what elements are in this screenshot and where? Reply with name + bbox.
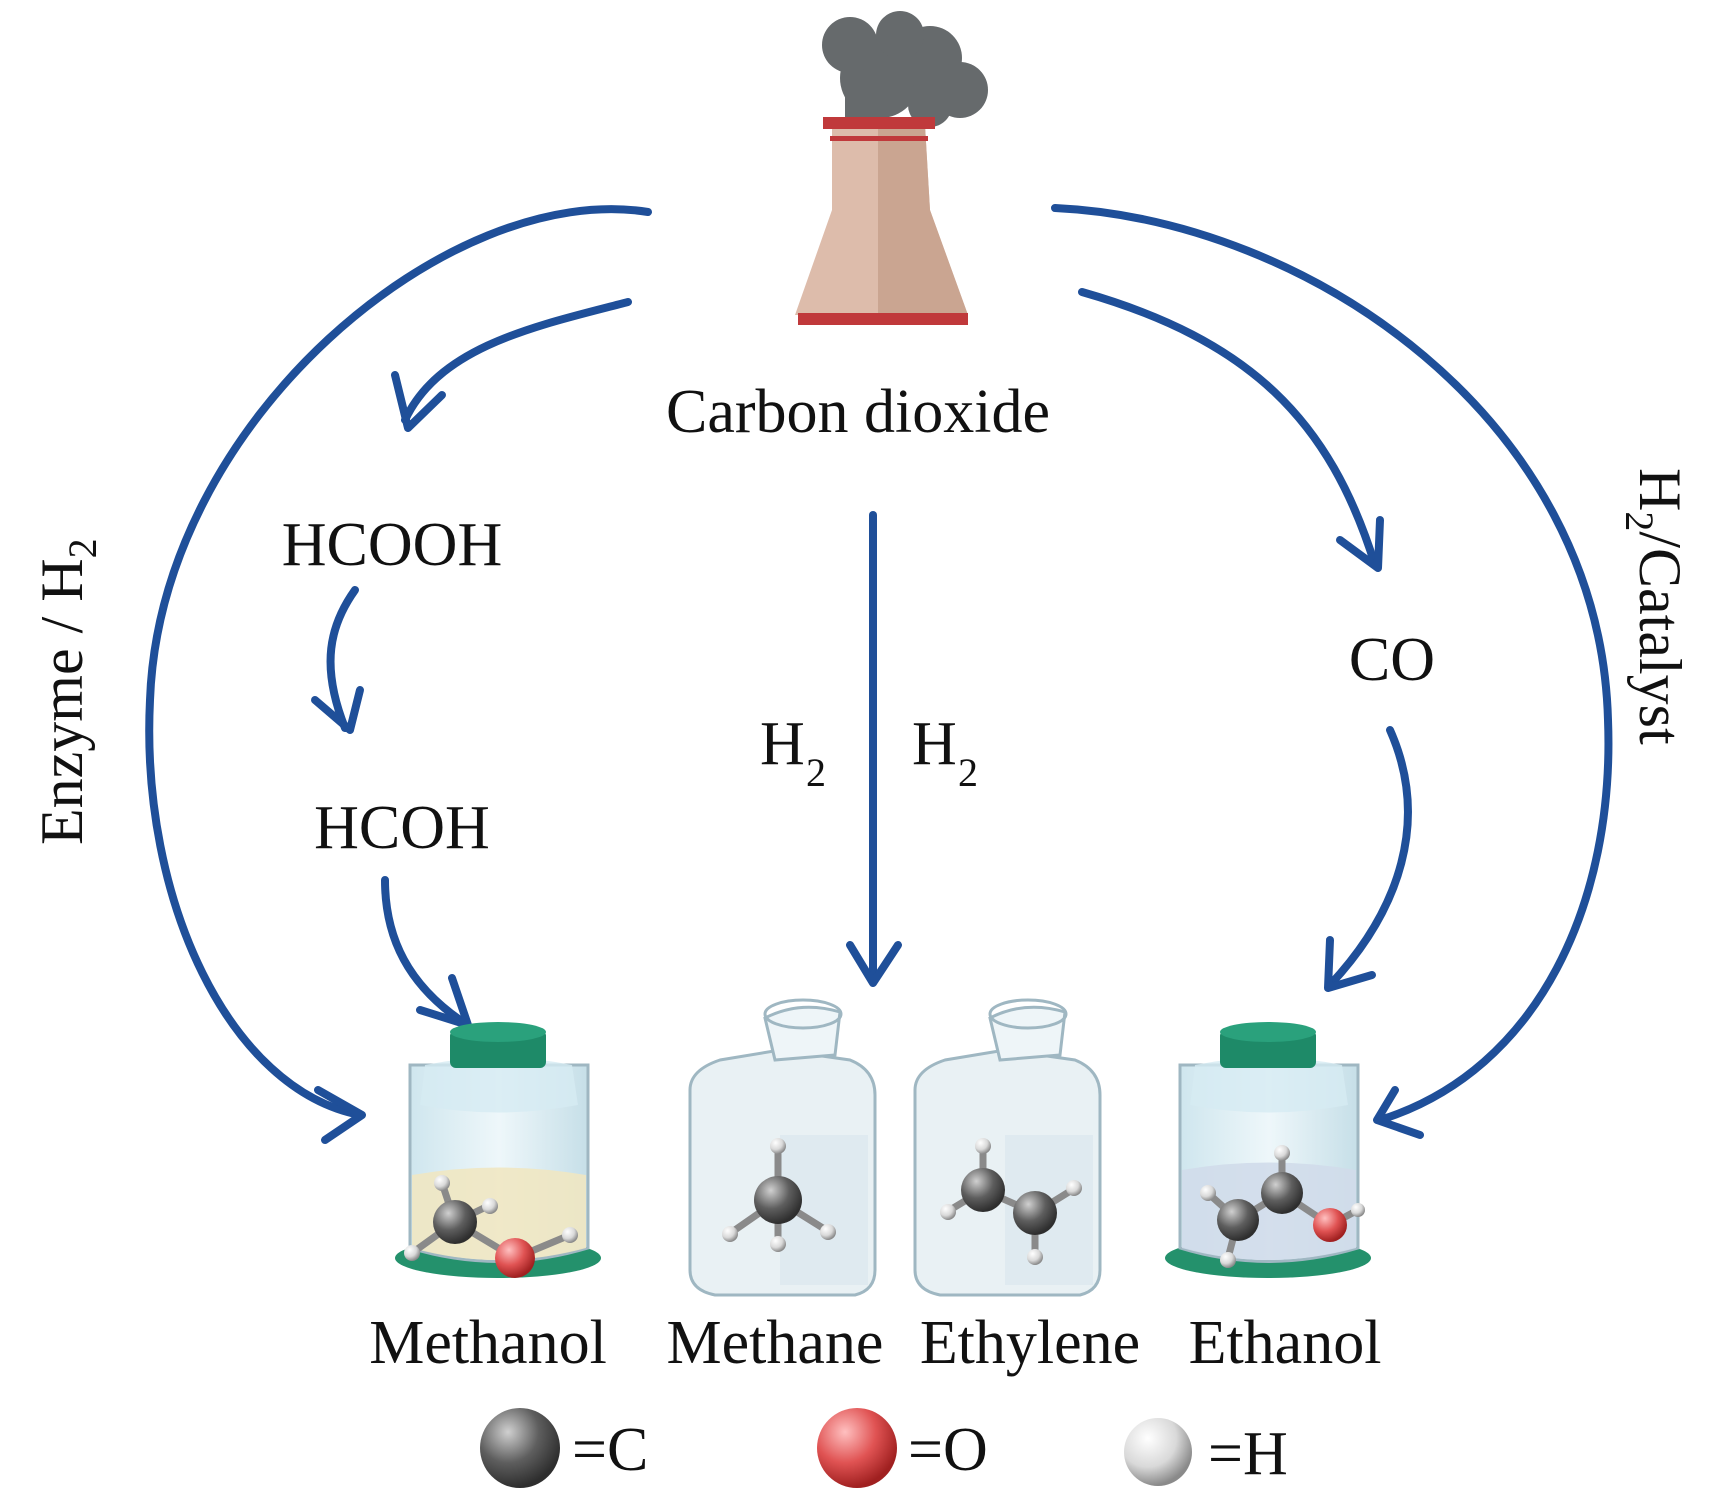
svg-text:2: 2 — [958, 750, 978, 795]
product-label-methanol: Methanol — [369, 1309, 607, 1377]
svg-text:H: H — [760, 710, 805, 778]
svg-text:=H: =H — [1208, 1420, 1288, 1488]
h2-catalyst-label: H2/Catalyst — [1617, 468, 1693, 745]
legend-carbon: =C — [480, 1408, 648, 1488]
arrow-co-to-ethanol — [1326, 726, 1412, 989]
methane-molecule — [722, 1138, 836, 1252]
svg-text:H: H — [912, 710, 957, 778]
ethanol-jar — [1165, 1022, 1371, 1278]
svg-text:2: 2 — [806, 750, 826, 795]
ethanol-molecule — [1200, 1145, 1365, 1268]
arrow-hcooh-to-hcoh — [326, 586, 359, 732]
hcooh-label: HCOOH — [282, 511, 502, 579]
reaction-arrows — [145, 204, 1613, 1144]
methane-bottle — [688, 998, 877, 1297]
arrow-co2-to-hcooh — [401, 298, 632, 424]
methanol-molecule — [404, 1175, 578, 1278]
atom-legend: =C =O =H — [480, 1408, 1288, 1488]
svg-text:=C: =C — [572, 1416, 648, 1484]
oxygen-atom-icon — [817, 1408, 897, 1488]
product-label-ethylene: Ethylene — [920, 1309, 1140, 1377]
arrow-co2-to-co — [1078, 288, 1379, 569]
factory-chimney-icon — [795, 11, 988, 325]
co-label: CO — [1349, 626, 1435, 694]
legend-oxygen: =O — [817, 1408, 988, 1488]
methanol-jar — [395, 1022, 601, 1278]
hcoh-label: HCOH — [314, 794, 490, 862]
legend-hydrogen: =H — [1124, 1418, 1288, 1488]
product-label-ethanol: Ethanol — [1189, 1309, 1382, 1377]
arrow-enzyme-h2-path — [145, 205, 652, 1119]
h2-label-right: H 2 — [912, 710, 978, 795]
svg-text:=O: =O — [908, 1416, 988, 1484]
carbon-dioxide-label: Carbon dioxide — [666, 378, 1050, 446]
hydrogen-atom-icon — [1124, 1418, 1192, 1486]
svg-text:H2/Catalyst: H2/Catalyst — [1617, 468, 1693, 745]
ethylene-molecule — [940, 1138, 1082, 1265]
svg-text:Enzyme / H2: Enzyme / H2 — [29, 538, 105, 845]
smoke-cloud — [822, 11, 988, 127]
product-label-methane: Methane — [667, 1309, 884, 1377]
arrow-h2-catalyst-path — [1051, 204, 1613, 1124]
arrow-hcoh-to-methanol — [381, 876, 464, 1024]
enzyme-h2-label: Enzyme / H2 — [29, 538, 105, 845]
h2-label-left: H 2 — [760, 710, 826, 795]
carbon-atom-icon — [480, 1408, 560, 1488]
ethylene-bottle — [913, 998, 1102, 1297]
